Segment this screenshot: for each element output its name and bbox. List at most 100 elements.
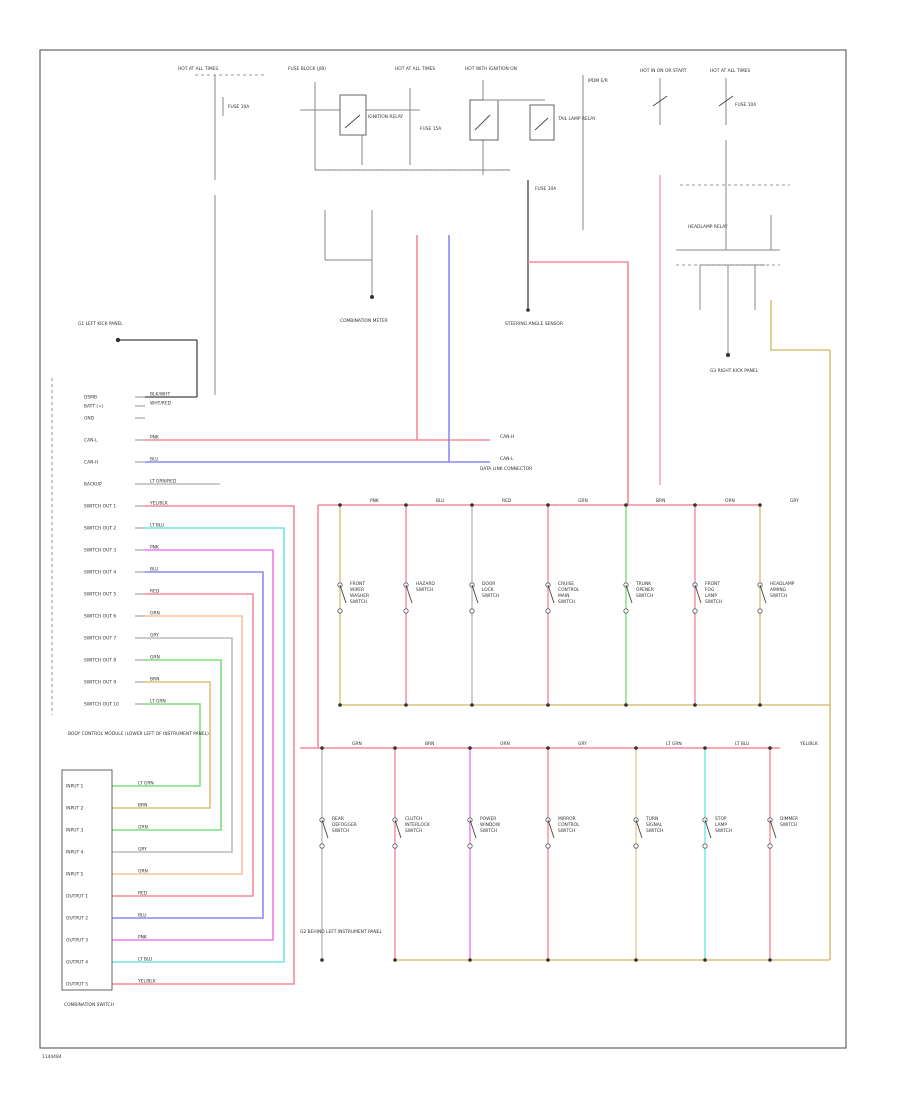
fuse-label-1: FUSE 10A bbox=[228, 104, 249, 110]
switch-arm bbox=[625, 584, 633, 604]
switch-label: SWITCH bbox=[482, 593, 499, 599]
junction-dot bbox=[468, 958, 472, 962]
junction-dot bbox=[634, 746, 638, 750]
combo-pin-wire-code: ORN bbox=[138, 869, 148, 875]
combination-switch-box bbox=[61, 769, 113, 991]
wire-switch-out-10 bbox=[112, 703, 201, 787]
bus-wire-code: RED bbox=[502, 498, 512, 504]
switch-label: LOCK bbox=[482, 587, 494, 593]
junction-dot bbox=[320, 958, 324, 962]
bus-wire-code: BRN bbox=[656, 498, 665, 504]
switch-label: FOG bbox=[705, 587, 715, 593]
junction-dot bbox=[546, 703, 550, 707]
junction-dot bbox=[338, 703, 342, 707]
top-label-1: HOT AT ALL TIMES bbox=[178, 66, 218, 72]
switch-label: SWITCH bbox=[332, 828, 349, 834]
switch-arm bbox=[635, 819, 643, 839]
switch-label: CRUISE bbox=[558, 581, 574, 587]
wire-switch-out-9 bbox=[112, 681, 211, 809]
ground-g3: G3 RIGHT KICK PANEL bbox=[710, 368, 759, 374]
module-pin-wire-code: LT GRN/RED bbox=[150, 479, 177, 485]
switch-arm bbox=[547, 819, 555, 839]
switch-label: DOOR bbox=[482, 581, 495, 587]
top-label-2: FUSE BLOCK (J/B) bbox=[288, 66, 326, 72]
switch-contact bbox=[623, 608, 629, 614]
switch-arm bbox=[769, 819, 777, 839]
junction-dot bbox=[546, 503, 550, 507]
switch-label: CONTROL bbox=[558, 587, 580, 593]
junction-dot bbox=[768, 746, 772, 750]
module-pin-label: SWITCH OUT 4 bbox=[84, 570, 116, 576]
footer-code: 1144484 bbox=[42, 1054, 62, 1060]
fuse-label-3: FUSE 10A bbox=[535, 186, 556, 192]
top-label-3: HOT AT ALL TIMES bbox=[395, 66, 435, 72]
junction-dot bbox=[393, 746, 397, 750]
switch-arm bbox=[547, 584, 555, 604]
junction-dot bbox=[320, 746, 324, 750]
switch-label: FRONT bbox=[350, 581, 365, 587]
module-pin-label: SWITCH OUT 7 bbox=[84, 636, 116, 642]
wire-return-top bbox=[770, 300, 830, 351]
junction-dot bbox=[470, 503, 474, 507]
switch-label: TURN bbox=[645, 816, 658, 822]
connector-can-l: CAN-L bbox=[500, 456, 514, 462]
switch-label: SWITCH bbox=[558, 828, 575, 834]
junction-dot bbox=[624, 703, 628, 707]
switch-label: POWER bbox=[480, 816, 496, 822]
module-pin-wire-code: BLU bbox=[150, 567, 158, 573]
bus-wire-code: PNK bbox=[370, 498, 379, 504]
connector-can-h: CAN-H bbox=[500, 434, 514, 440]
switch-arm bbox=[471, 584, 479, 604]
wire-switch-out-3 bbox=[112, 549, 274, 941]
module-pin-label: SWITCH OUT 1 bbox=[84, 504, 116, 510]
fuse-label-2: FUSE 15A bbox=[420, 126, 441, 132]
bus-wire-code: BLU bbox=[436, 498, 444, 504]
switch-contact bbox=[403, 608, 409, 614]
wire-switch-out-6 bbox=[112, 615, 243, 875]
switch-label: LAMP bbox=[705, 593, 717, 599]
combo-pin-wire-code: RED bbox=[138, 891, 148, 897]
module-pin-wire-code: WHT/RED bbox=[150, 401, 172, 407]
wire-switch-out-5 bbox=[112, 593, 254, 897]
switch-label: SWITCH bbox=[480, 828, 497, 834]
switch-label: MAIN bbox=[558, 593, 569, 599]
junction-dot bbox=[546, 746, 550, 750]
switch-label: CLUTCH bbox=[405, 816, 422, 822]
module-pin-label: SWITCH OUT 10 bbox=[84, 702, 119, 708]
switch-contact bbox=[692, 608, 698, 614]
switch-contact bbox=[467, 843, 473, 849]
switch-label: CONTROL bbox=[558, 822, 580, 828]
module-pin-wire-code: ORN bbox=[150, 611, 160, 617]
switch-contact bbox=[337, 608, 343, 614]
switch-contact bbox=[702, 843, 708, 849]
wire-switch-out-8 bbox=[112, 659, 222, 831]
junction-dot bbox=[470, 703, 474, 707]
switch-arm bbox=[759, 584, 767, 604]
relay-label-3: HEADLAMP RELAY bbox=[688, 224, 728, 230]
switch-label: SWITCH bbox=[636, 593, 653, 599]
top-label-6: HOT AT ALL TIMES bbox=[710, 68, 750, 74]
switch-label: HEADLAMP bbox=[770, 581, 795, 587]
switch-label: FRONT bbox=[705, 581, 720, 587]
switch-label: TRUNK bbox=[635, 581, 651, 587]
switch-label: OPENER bbox=[636, 587, 654, 593]
switch-components: FRONTWIPERWASHERSWITCHHAZARDSWITCHDOORLO… bbox=[319, 498, 818, 962]
junction-dot bbox=[758, 503, 762, 507]
combo-pin-wire-code: LT BLU bbox=[138, 957, 152, 963]
combo-pin-label: INPUT 5 bbox=[66, 872, 84, 878]
junction-dot bbox=[404, 503, 408, 507]
module-pin-wire-code: PNK bbox=[150, 435, 159, 441]
module-pin-wire-code: YEL/BLK bbox=[149, 501, 168, 507]
combo-pin-wire-code: GRN bbox=[138, 825, 148, 831]
module-pin-wire-code: RED bbox=[150, 589, 160, 595]
bus-wire-code: YEL/BLK bbox=[799, 741, 818, 747]
switch-label: SWITCH bbox=[705, 599, 722, 605]
connector-combination-meter: COMBINATION METER bbox=[340, 318, 388, 324]
bus-wire-code: GRN bbox=[578, 498, 588, 504]
combo-pin-label: INPUT 2 bbox=[66, 806, 84, 812]
